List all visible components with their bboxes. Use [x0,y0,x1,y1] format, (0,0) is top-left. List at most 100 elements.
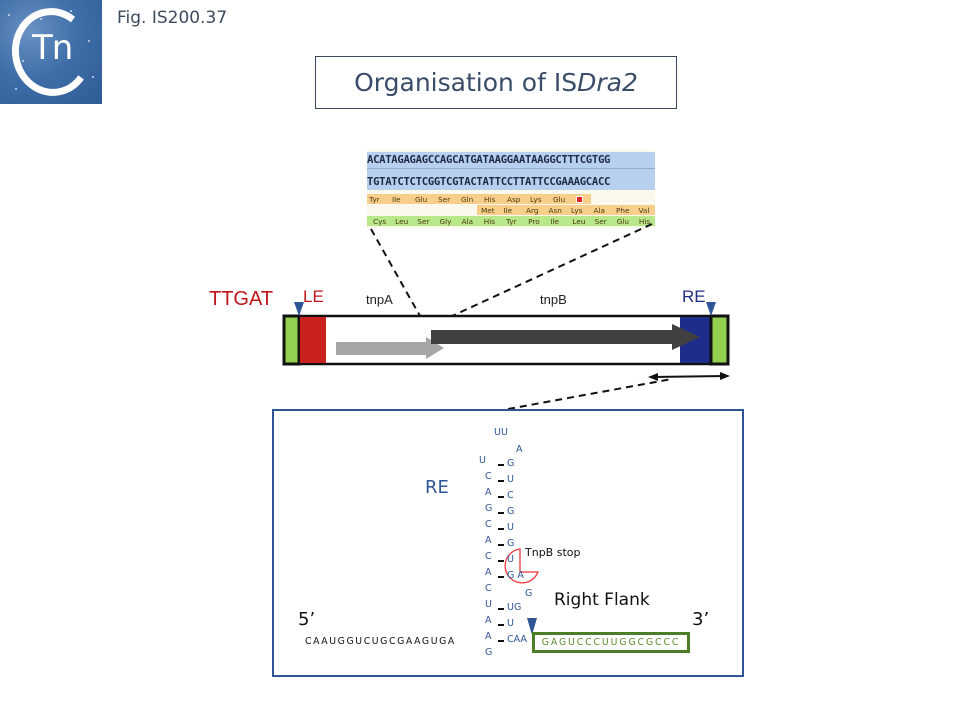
amino-acid: Ser [417,216,430,226]
right-stem-nucleotide: G [507,538,515,549]
dna-bottom-strand: TGTATCTCTCGGTCGTACTATTCCTTATTCCGAAAGCACC [367,174,655,190]
tnpb-stop-label: TnpB stop [525,546,581,559]
re-panel-label: RE [425,477,449,498]
left-stem-nucleotide: C [485,471,492,482]
amino-acid: Arg [526,205,539,215]
re-span-arrow [651,375,727,378]
dna-ruler [367,168,655,175]
right-flank-box [709,314,730,366]
base-pair-bond [498,480,504,482]
amino-acid: Ala [593,205,606,215]
amino-acid: Leu [395,216,409,226]
amino-acid: Asp [507,194,521,204]
dna-top-strand: ACATAGAGAGCCAGCATGATAAGGAATAAGGCTTTCGTGG [367,152,655,168]
logo-text: Tn [32,28,73,68]
left-stem-nucleotide: G [485,503,493,514]
stop-codon-marker-icon [504,548,539,584]
right-stem-nucleotide: G A [507,570,524,581]
flank-junction-marker-icon [527,618,537,635]
base-pair-bond [498,496,504,498]
five-prime-label: 5’ [298,609,316,630]
amino-acid: His [638,216,651,226]
zoom-line-right [451,223,653,317]
left-stem-nucleotide: A [485,615,492,626]
right-stem-nucleotide: U [507,474,514,485]
amino-acid: Cys [373,216,387,226]
right-stem-nucleotide: U [507,522,514,533]
re-span-arrow-right-icon [720,372,730,380]
amino-acid: Met [481,205,495,215]
amino-acid: Phe [616,205,630,215]
left-stem-nucleotide: A [485,631,492,642]
left-stem-nucleotide: U [485,599,492,610]
left-stem-nucleotide: C [485,519,492,530]
re-span-arrow-left-icon [648,373,658,381]
amino-acid: Val [638,205,650,215]
right-stem-nucleotide: G [525,588,533,600]
right-end-label: RE [682,287,706,306]
figure-label: Fig. IS200.37 [117,8,228,28]
left-stem-nucleotide: C [485,551,492,562]
amino-acid: Tyr [505,216,517,226]
amino-acid: Ala [461,216,474,226]
amino-acid: His [484,194,496,204]
re-structure-panel [272,409,744,677]
amino-acid: Ile [392,194,401,204]
base-pair-bond [498,624,504,626]
three-prime-label: 3’ [692,609,710,630]
amino-acid: Glu [616,216,630,226]
base-pair-bond [498,464,504,466]
title-italic: Dra2 [577,68,638,97]
base-pair-bond [498,512,504,514]
amino-acid: Leu [572,216,586,226]
loop-nucleotides: UU [494,427,508,438]
left-stem-nucleotide: C [485,583,492,594]
left-sequence: CAAUGGUCUGCGAAGUGA [305,636,456,647]
amino-acid: Glu [553,194,566,204]
amino-acid: Gly [439,216,452,226]
base-pair-bond [498,576,504,578]
stop-codon-icon [576,195,583,203]
amino-acid: Asn [548,205,562,215]
zoom-line-re [507,378,673,410]
right-insertion-marker-icon [706,302,716,316]
left-stem-nucleotide: A [485,567,492,578]
right-stem-nucleotide: UG [507,602,522,613]
base-pair-bond [498,640,504,642]
right-stem-nucleotide: U [507,618,514,629]
amino-acid: Ser [438,194,451,204]
amino-acid: Gln [461,194,474,204]
base-pair-bond [498,544,504,546]
title-prefix: Organisation of IS [354,68,578,97]
left-stem-nucleotide: A [485,487,492,498]
left-end-label: LE [303,287,324,306]
target-site-label: TTGAT [209,288,274,310]
left-stem-nucleotide: A [485,535,492,546]
amino-acid: Glu [415,194,428,204]
base-pair-bond [498,560,504,562]
base-pair-bond [498,528,504,530]
amino-acid: Tyr [369,194,380,204]
base-pair-bond [498,608,504,610]
left-stem-nucleotide: U [479,455,486,466]
left-flank-box [282,314,301,366]
right-stem-nucleotide: CAA [507,634,527,645]
left-insertion-marker-icon [294,302,304,316]
translation-frame-1: Tyr Ile Glu Ser Gln His Asp Lys Glu [367,194,591,204]
right-flank-label: Right Flank [554,590,650,610]
tn-logo: Tn [0,0,102,104]
right-flank-sequence-box: GAGUCCCUUGGCGCCC [532,632,690,653]
tnpa-arrow [336,337,444,359]
left-stem-nucleotide: G [485,647,493,658]
amino-acid: Ile [550,216,559,226]
amino-acid: Ser [594,216,607,226]
tnpb-label: tnpB [540,292,567,307]
amino-acid: Ile [503,205,513,215]
right-stem-nucleotide: U [507,554,514,565]
amino-acid: Lys [530,194,542,204]
right-stem-nucleotide: G [507,506,515,517]
tnpb-arrow [431,324,700,350]
